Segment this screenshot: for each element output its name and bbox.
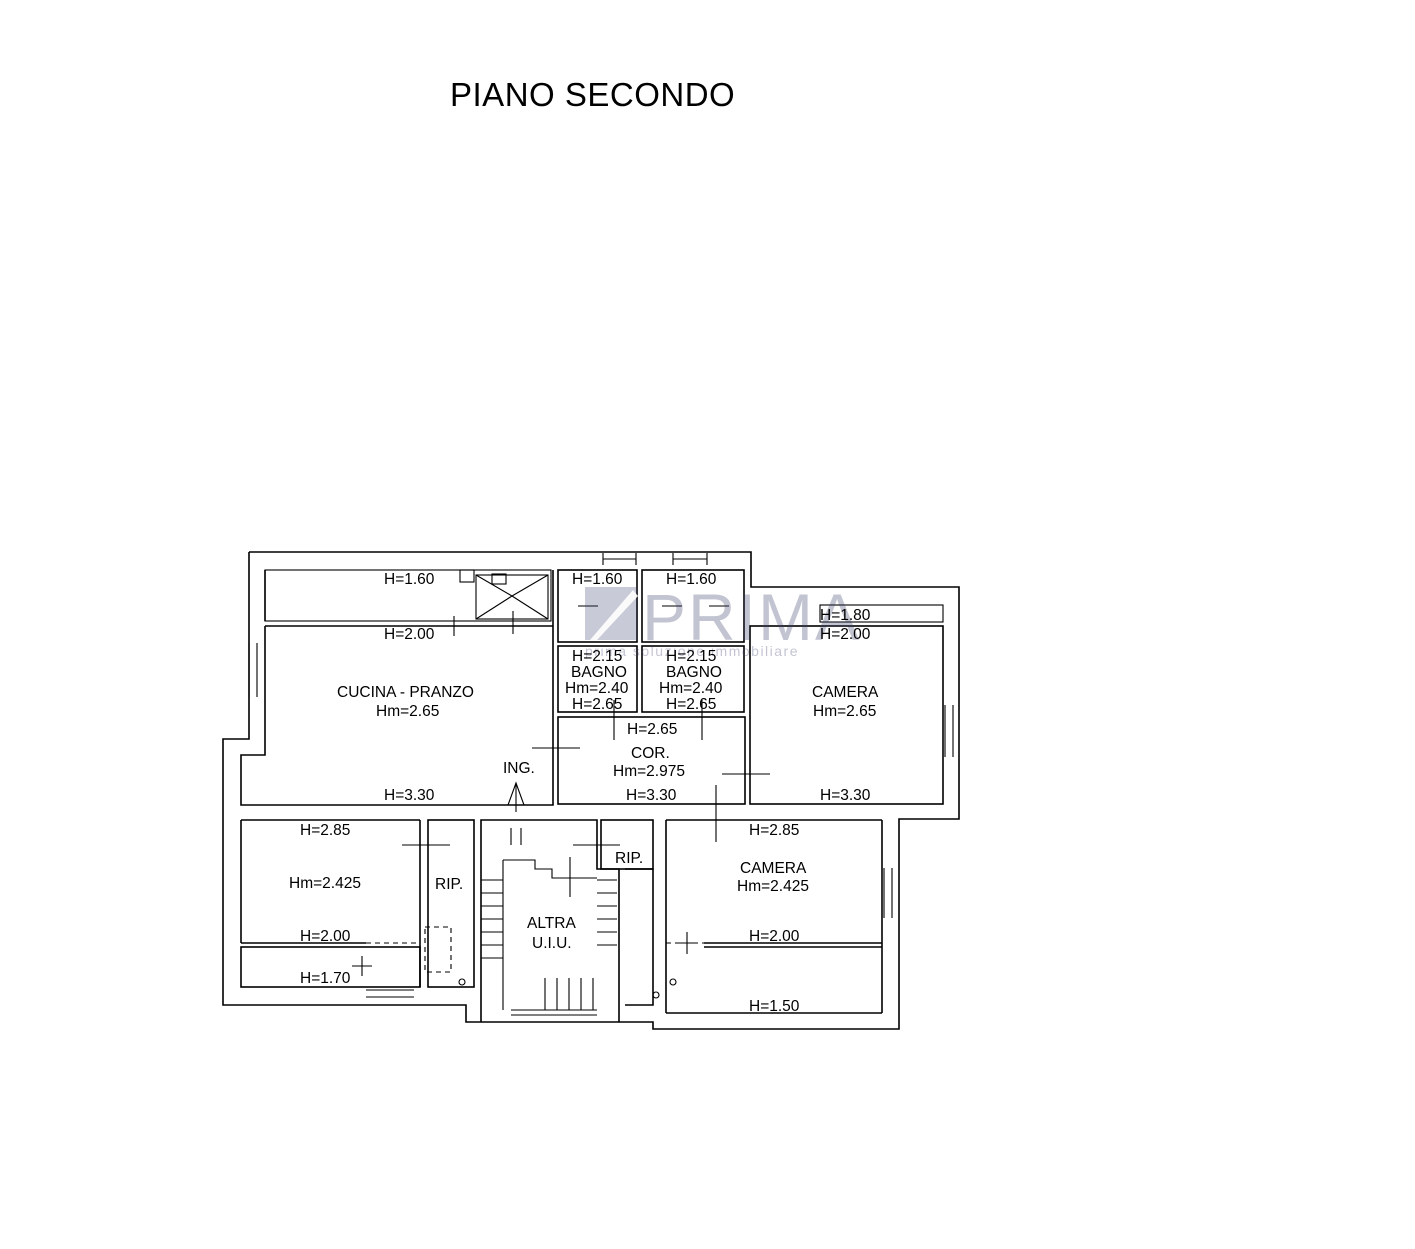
label-cucina-hm: Hm=2.65: [376, 703, 439, 720]
label-camera2-hm: Hm=2.425: [737, 878, 809, 895]
label-rip1: RIP.: [435, 876, 463, 893]
label-sw-h170: H=1.70: [300, 970, 351, 987]
watermark-logo-text: PRIMA: [642, 580, 861, 654]
room-labels: H=1.60 H=2.00 CUCINA - PRANZO Hm=2.65 H=…: [289, 571, 879, 1015]
label-cor-h330: H=3.30: [626, 787, 677, 804]
label-camera2-name: CAMERA: [740, 860, 807, 877]
label-bagno2-h215: H=2.15: [666, 648, 716, 665]
label-camera2-h200: H=2.00: [749, 928, 800, 945]
label-cucina-h330: H=3.30: [384, 787, 435, 804]
label-rip2: RIP.: [615, 850, 643, 867]
label-bagno2-name: BAGNO: [666, 664, 722, 681]
label-top-left-h200: H=2.00: [384, 626, 435, 643]
label-bagno2-h265: H=2.65: [666, 696, 716, 713]
label-bagno1-name: BAGNO: [571, 664, 627, 681]
label-camera2-h285: H=2.85: [749, 822, 799, 839]
label-camera1-hm: Hm=2.65: [813, 703, 876, 720]
top-left-strip: [264, 569, 552, 622]
label-top-left-h160: H=1.60: [384, 571, 435, 588]
label-bagno1-h160: H=1.60: [572, 571, 623, 588]
label-bagno2-h160: H=1.60: [666, 571, 717, 588]
label-bagno1-hm: Hm=2.40: [565, 680, 629, 697]
label-cucina-name: CUCINA - PRANZO: [337, 684, 474, 701]
label-cor-hm: Hm=2.975: [613, 763, 685, 780]
shaft-symbol: [459, 569, 549, 620]
height-markers: [352, 605, 770, 976]
label-cor-h265: H=2.65: [627, 721, 677, 738]
prima-logo: PRIMA prima soluzione immobiliare: [585, 580, 861, 659]
label-uiu: U.I.U.: [532, 935, 572, 952]
label-bagno1-h265: H=2.65: [572, 696, 622, 713]
label-sw-hm: Hm=2.425: [289, 875, 361, 892]
label-camera1-h330: H=3.30: [820, 787, 871, 804]
label-altra: ALTRA: [527, 915, 576, 932]
label-cor-name: COR.: [631, 745, 670, 762]
label-ing: ING.: [503, 760, 535, 777]
label-sw-h200: H=2.00: [300, 928, 351, 945]
label-bagno1-h215: H=2.15: [572, 648, 622, 665]
watermark-tagline: prima soluzione immobiliare: [585, 643, 799, 659]
label-sw-h285: H=2.85: [300, 822, 350, 839]
page-title: PIANO SECONDO: [450, 76, 736, 113]
label-camera1-name: CAMERA: [812, 684, 879, 701]
label-camera1-h200: H=2.00: [820, 626, 871, 643]
stair-steps: [481, 859, 617, 1016]
label-camera1-h180: H=1.80: [820, 607, 871, 624]
label-camera2-h150: H=1.50: [749, 998, 800, 1015]
label-bagno2-hm: Hm=2.40: [659, 680, 723, 697]
